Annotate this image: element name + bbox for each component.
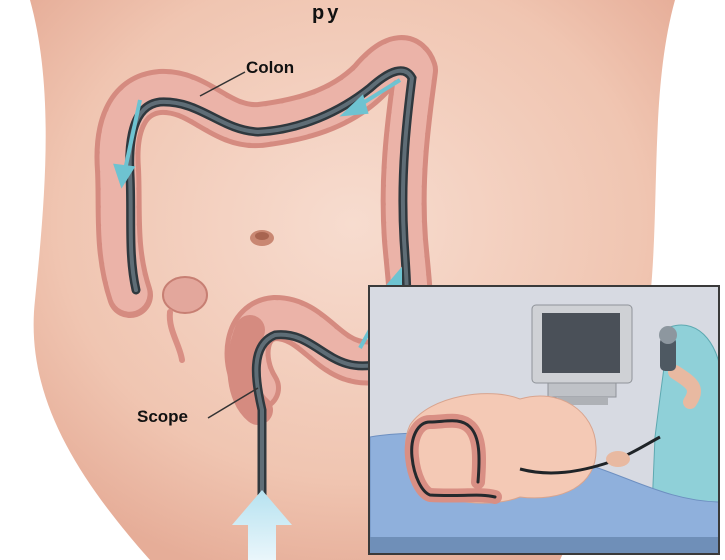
scope-label: Scope bbox=[137, 407, 188, 427]
cecum bbox=[163, 277, 207, 313]
patient-procedure-inset bbox=[368, 285, 720, 555]
colon-label: Colon bbox=[246, 58, 294, 78]
title-fragment: py bbox=[312, 2, 341, 25]
patient-body bbox=[406, 394, 597, 503]
